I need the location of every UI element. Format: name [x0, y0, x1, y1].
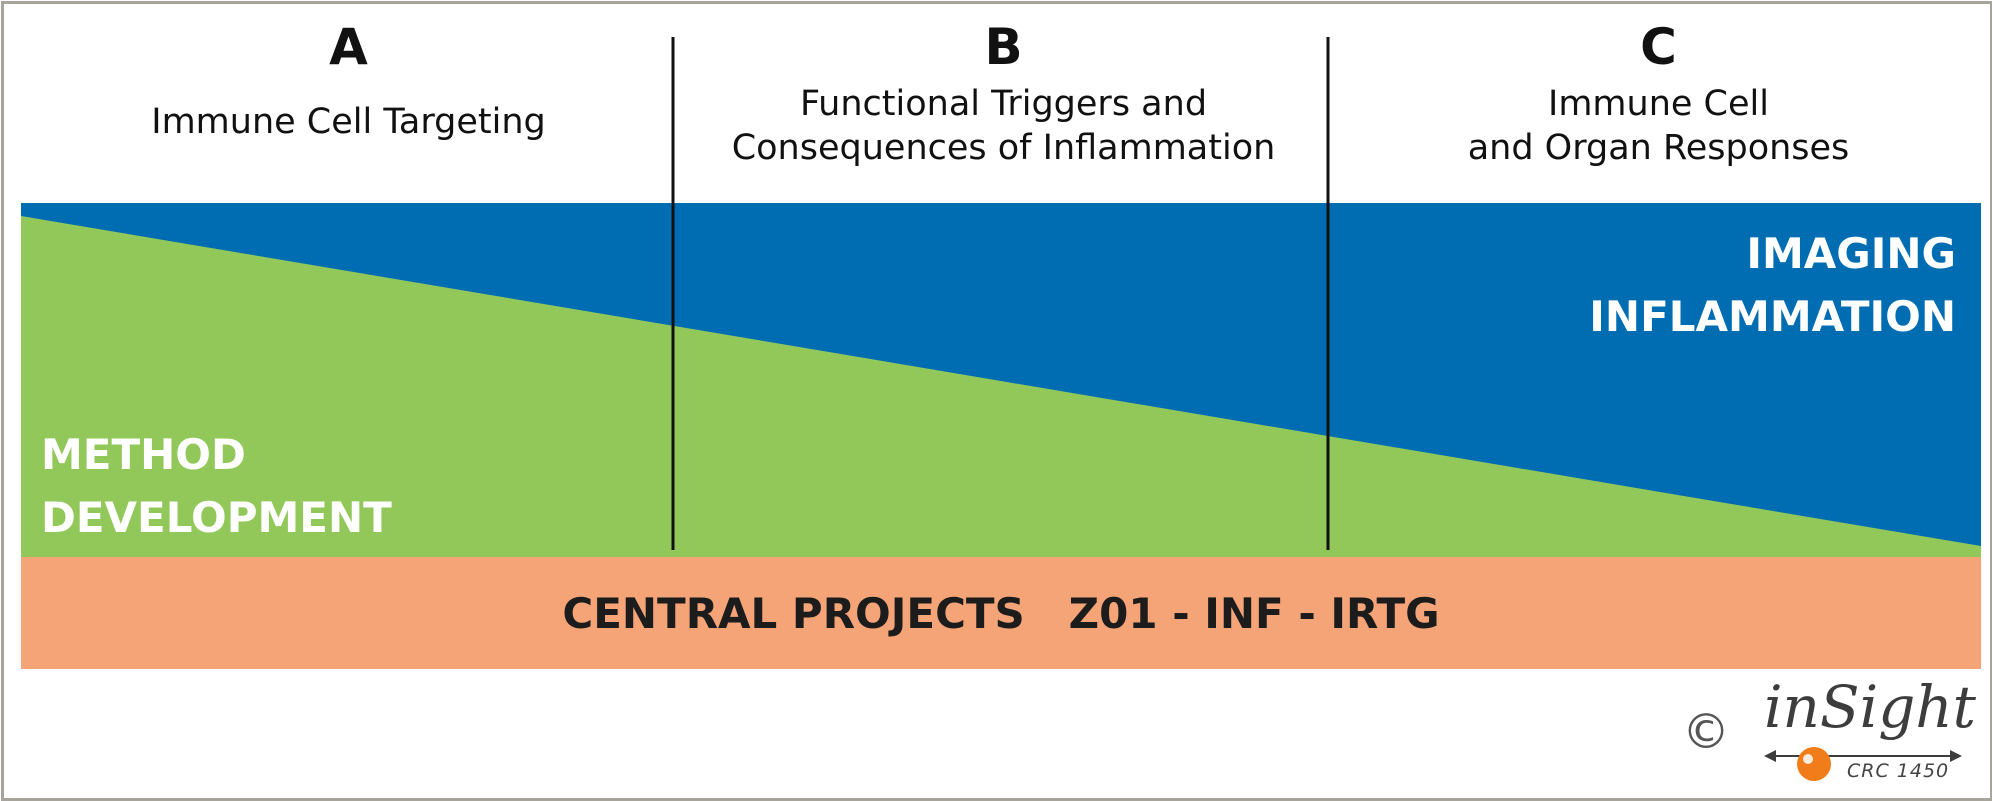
column-b-subtitle: Functional Triggers and Consequences of …: [731, 84, 1276, 168]
method-band: [21, 216, 1981, 557]
central-projects-band: CENTRAL PROJECTS Z01 - INF - IRTG: [21, 557, 1981, 669]
column-c-letter: C: [1640, 18, 1677, 76]
column-b-letter: B: [984, 18, 1023, 76]
imaging-inflammation-label: IMAGING INFLAMMATION: [1589, 229, 1956, 341]
logo-arrow-graphic: [1764, 747, 1962, 781]
insight-logo: inSight CRC 1450: [1762, 678, 1976, 784]
logo-orange-dot: [1797, 747, 1831, 781]
column-a-header: A Immune Cell Targeting: [21, 4, 676, 144]
central-projects-label: CENTRAL PROJECTS Z01 - INF - IRTG: [562, 588, 1440, 638]
logo-wordmark: inSight: [1764, 673, 1976, 741]
column-a-subtitle: Immune Cell Targeting: [151, 102, 546, 142]
copyright-symbol: ©: [1682, 704, 1730, 760]
column-b-header: B Functional Triggers and Consequences o…: [676, 4, 1331, 170]
logo-subtitle: CRC 1450: [1847, 760, 1950, 782]
column-c-subtitle: Immune Cell and Organ Responses: [1467, 84, 1850, 168]
column-c-header: C Immune Cell and Organ Responses: [1331, 4, 1986, 170]
band-area: [21, 37, 1981, 557]
column-a-letter: A: [329, 18, 368, 76]
method-development-label: METHOD DEVELOPMENT: [41, 430, 392, 542]
